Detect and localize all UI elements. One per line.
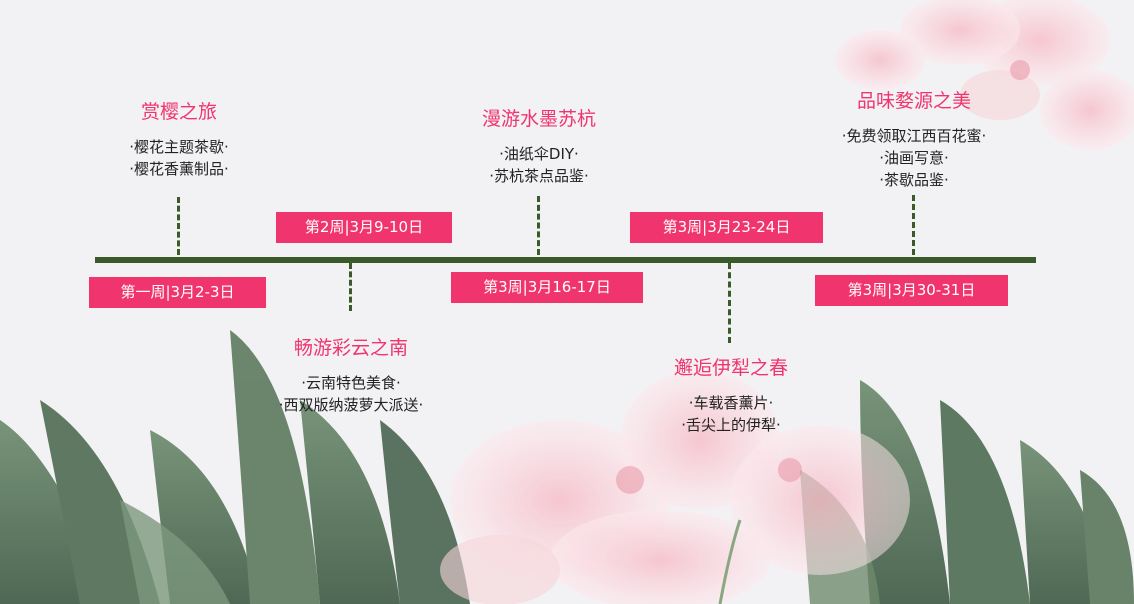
event-title: 畅游彩云之南 <box>293 337 408 359</box>
event-item: ·樱花香薰制品· <box>129 160 229 178</box>
event-3: 漫游水墨苏杭 ·油纸伞DIY· ·苏杭茶点品鉴· <box>444 104 634 187</box>
event-item: ·苏杭茶点品鉴· <box>489 167 589 185</box>
event-title: 品味婺源之美 <box>856 90 971 112</box>
timeline-connector <box>177 197 180 255</box>
event-item: ·茶歇品鉴· <box>879 171 949 189</box>
event-item: ·西双版纳菠萝大派送· <box>278 396 424 414</box>
timeline-connector <box>912 195 915 255</box>
event-item: ·免费领取江西百花蜜· <box>841 127 987 145</box>
event-item: ·油纸伞DIY· <box>499 145 579 163</box>
event-5: 品味婺源之美 ·免费领取江西百花蜜· ·油画写意· ·茶歇品鉴· <box>804 86 1024 191</box>
event-item: ·油画写意· <box>879 149 949 167</box>
event-2: 畅游彩云之南 ·云南特色美食· ·西双版纳菠萝大派送· <box>236 333 466 416</box>
event-title: 漫游水墨苏杭 <box>481 108 596 130</box>
event-item: ·樱花主题茶歇· <box>129 138 229 156</box>
date-badge: 第一周|3月2-3日 <box>89 277 266 308</box>
event-title: 赏樱之旅 <box>140 101 217 123</box>
date-badge: 第3周|3月23-24日 <box>630 212 823 243</box>
center-pink-flowers-image <box>440 370 910 604</box>
event-4: 邂逅伊犁之春 ·车载香薰片· ·舌尖上的伊犁· <box>626 353 836 436</box>
timeline-connector <box>349 263 352 311</box>
timeline-connector <box>728 263 731 343</box>
timeline-line <box>95 257 1036 263</box>
event-item: ·云南特色美食· <box>301 374 401 392</box>
top-right-flowers-image <box>835 0 1134 150</box>
event-item: ·车载香薰片· <box>688 394 774 412</box>
date-badge: 第2周|3月9-10日 <box>276 212 452 243</box>
date-badge: 第3周|3月16-17日 <box>451 272 643 303</box>
event-title: 邂逅伊犁之春 <box>673 357 788 379</box>
date-badge: 第3周|3月30-31日 <box>815 275 1008 306</box>
event-item: ·舌尖上的伊犁· <box>681 416 781 434</box>
event-1: 赏樱之旅 ·樱花主题茶歇· ·樱花香薰制品· <box>84 97 274 180</box>
timeline-connector <box>537 196 540 255</box>
